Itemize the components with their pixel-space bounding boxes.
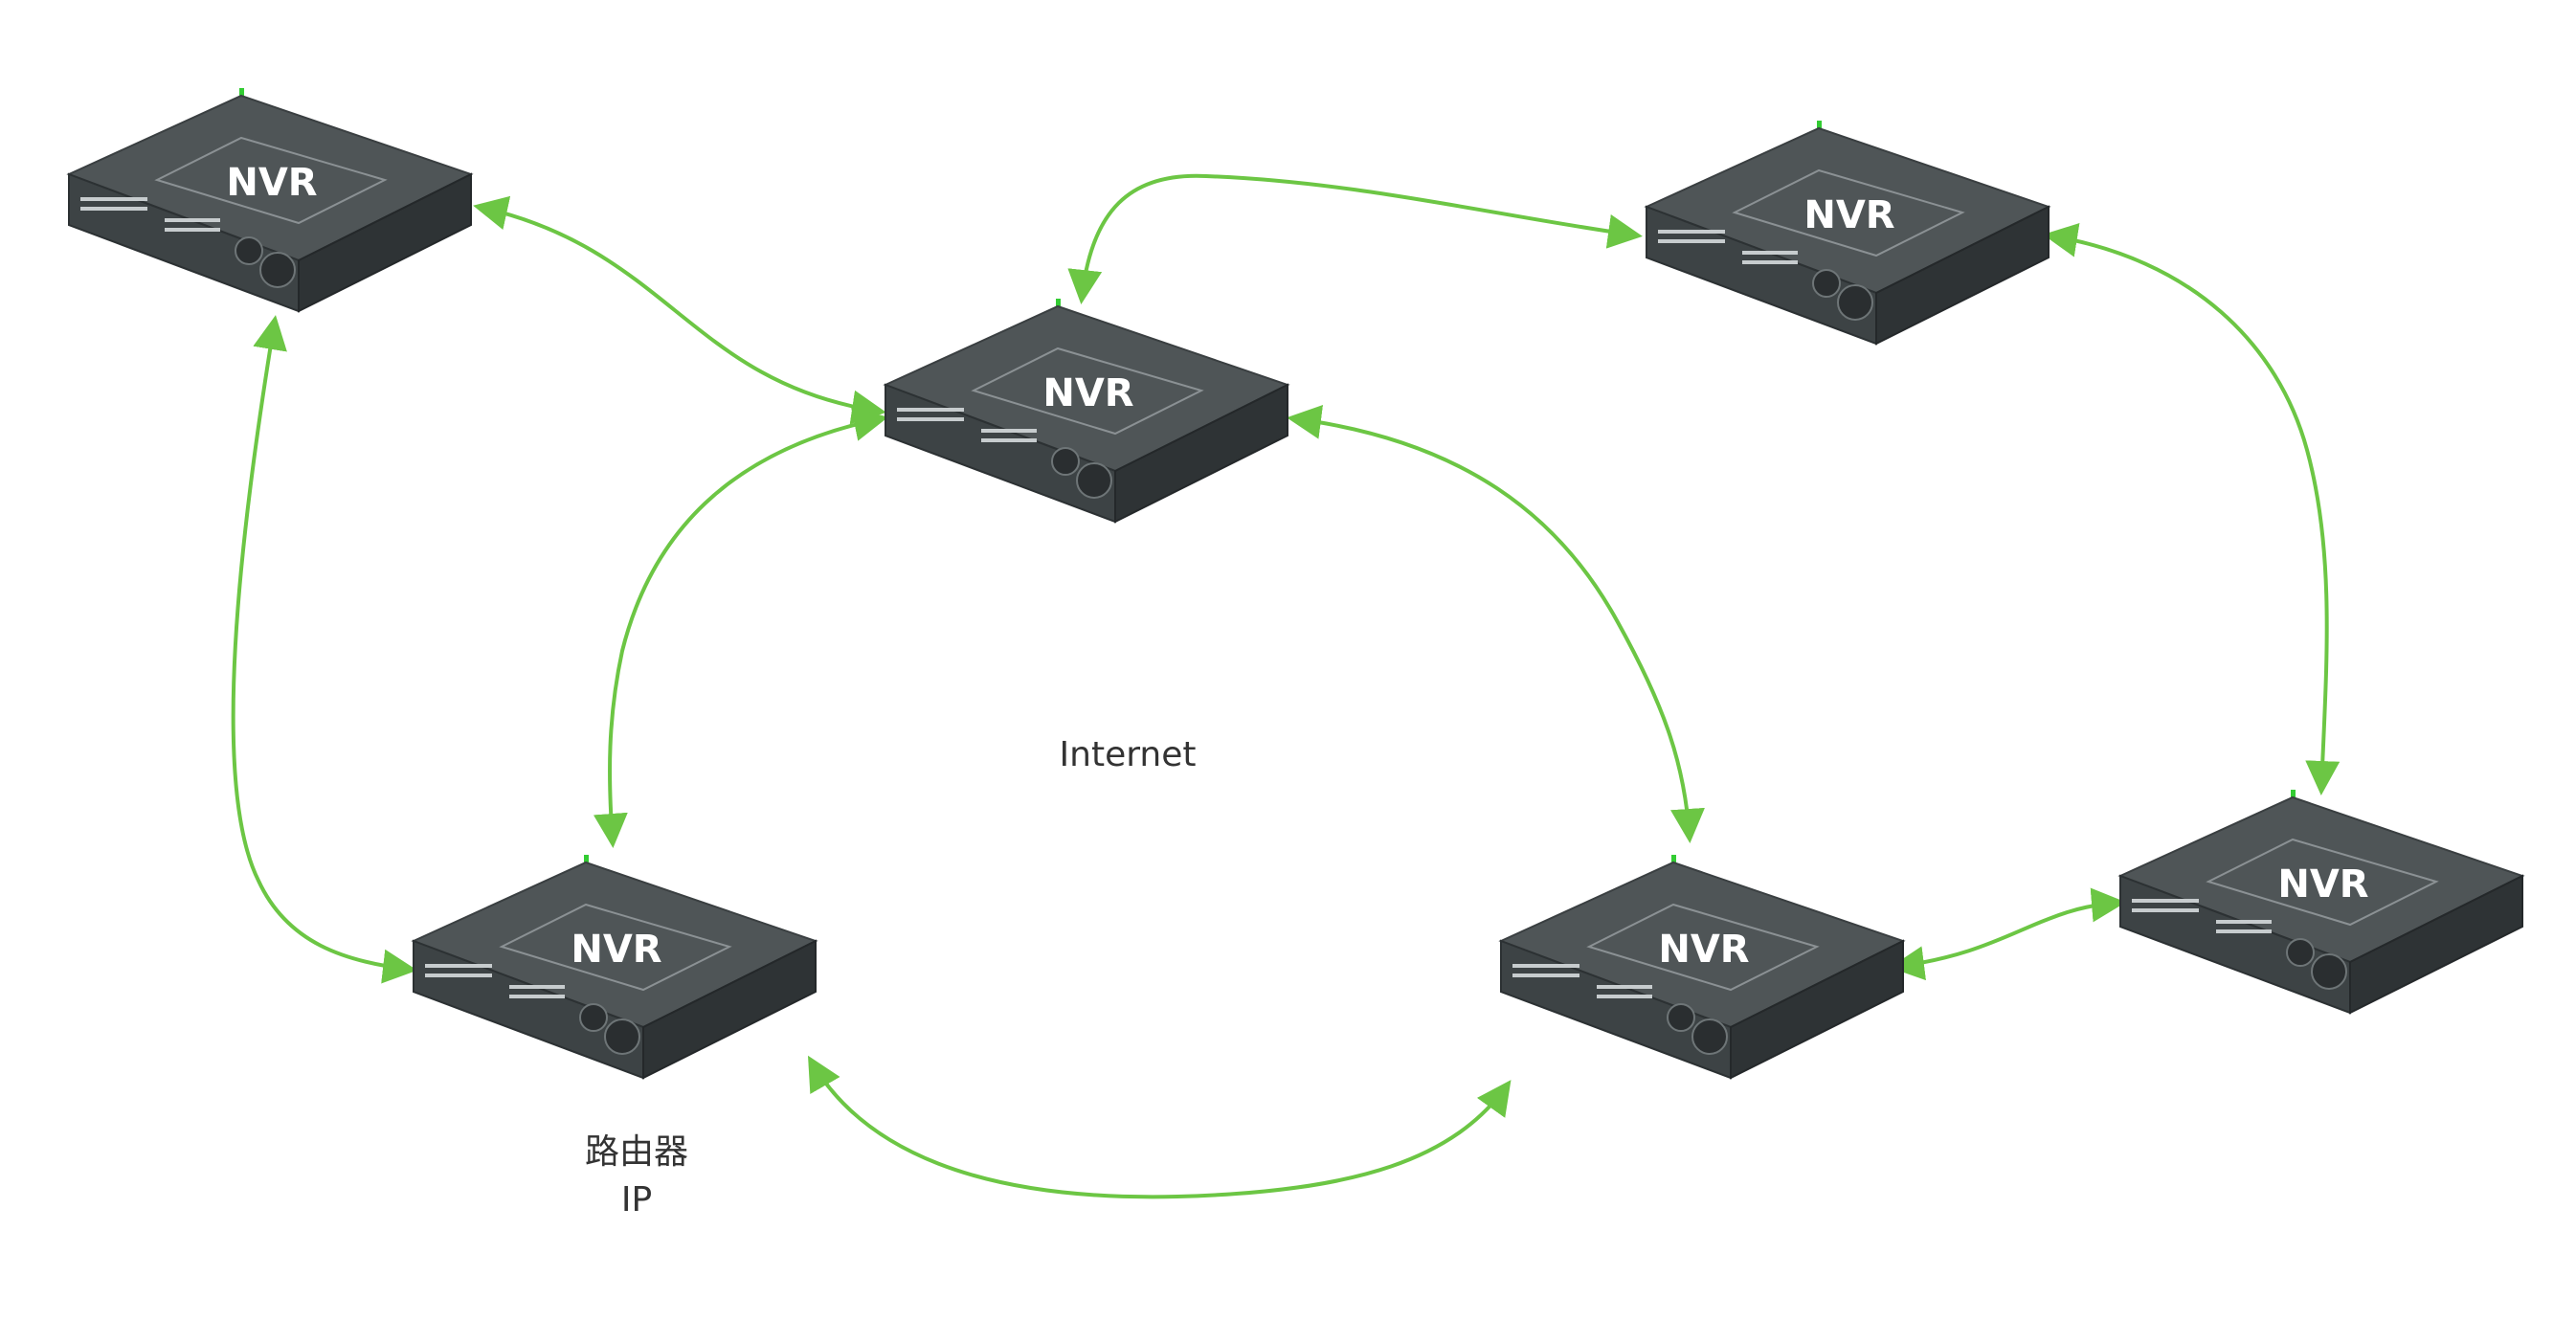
nvr-device-body: [411, 855, 818, 1080]
nvr-device-body: [1644, 121, 2051, 346]
link-bottomleft-bottomcenter: [808, 1055, 1512, 1199]
nvr-device-body: [883, 299, 1290, 524]
link-center-bottomleft: [593, 407, 888, 848]
internet-label: Internet: [1060, 735, 1197, 774]
nvr-device-body: [66, 88, 474, 313]
nvr-label: NVR: [1803, 193, 1894, 237]
nvr-device: NVR: [411, 855, 818, 1080]
nvr-label: NVR: [226, 161, 317, 205]
link-bottomcenter-right: [1890, 887, 2126, 981]
link-center-topright: [1067, 173, 1643, 304]
nvr-device: NVR: [2117, 790, 2525, 1015]
router-ip-label: IP: [621, 1180, 652, 1220]
nvr-device-body: [2117, 790, 2525, 1015]
nvr-label: NVR: [2277, 862, 2368, 907]
nvr-device: NVR: [883, 299, 1290, 524]
link-topleft-bottomleft: [231, 315, 417, 984]
link-center-bottomcenter: [1287, 404, 1705, 843]
nvr-label: NVR: [1658, 928, 1749, 972]
router-label: 路由器: [585, 1132, 688, 1172]
nvr-label: NVR: [571, 928, 661, 972]
nvr-devices: NVR NVR: [66, 88, 2525, 1080]
connection-links: [231, 173, 2341, 1199]
link-topright-right: [2043, 222, 2341, 795]
nvr-device: NVR: [66, 88, 474, 313]
nvr-label: NVR: [1042, 371, 1133, 415]
nvr-device: NVR: [1644, 121, 2051, 346]
nvr-device: NVR: [1498, 855, 1906, 1080]
nvr-device-body: [1498, 855, 1906, 1080]
link-topleft-center: [473, 195, 886, 425]
